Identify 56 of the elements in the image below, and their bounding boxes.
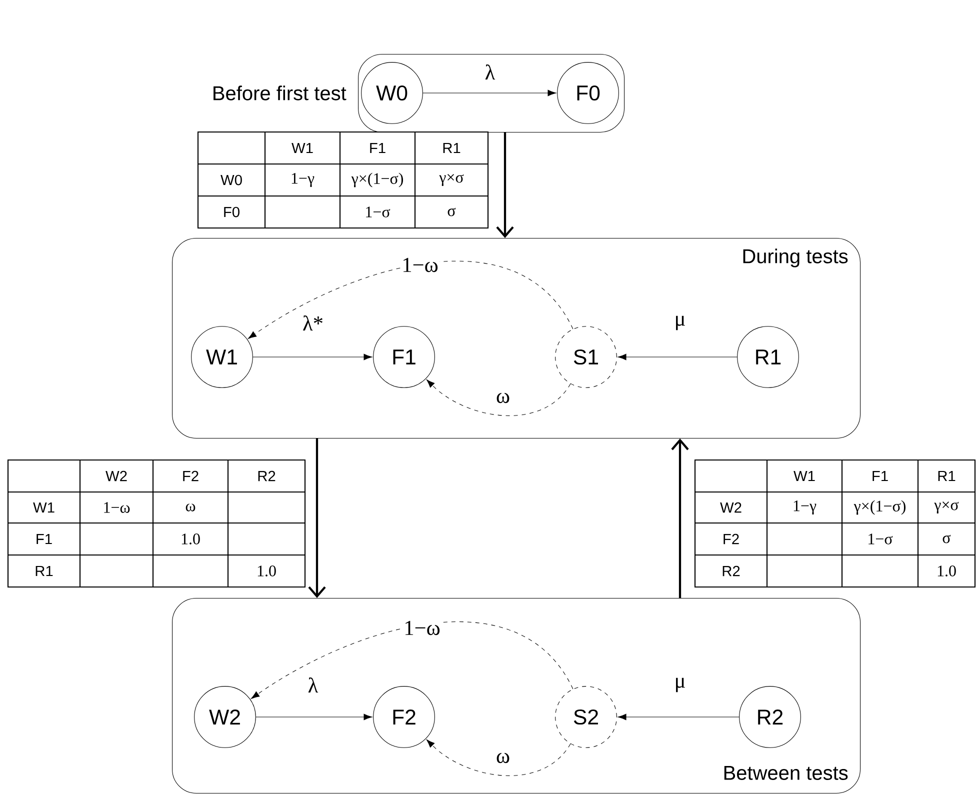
table-cell: W1 <box>794 470 815 482</box>
phase-label: Between tests <box>724 766 848 780</box>
table-cell: 1−γ <box>292 173 314 187</box>
arrow <box>308 438 326 598</box>
edge-label: λ* <box>301 314 325 332</box>
table-cell: W2 <box>106 470 127 482</box>
table-cell: F2 <box>724 534 739 544</box>
table-cell: R2 <box>722 566 740 576</box>
table-cell: W1 <box>33 502 54 513</box>
table-cell: 1−σ <box>366 206 390 218</box>
table-cell: F0 <box>224 206 240 218</box>
arrow <box>256 714 372 720</box>
edge-label: λ <box>306 676 320 694</box>
edge-label: μ <box>672 676 688 694</box>
table-cell: F2 <box>183 470 198 482</box>
arrow <box>496 132 514 238</box>
table-cell: γ×(1−σ) <box>854 500 906 515</box>
table-cell: F1 <box>36 534 52 544</box>
table-cell: σ <box>448 208 456 216</box>
table-cell: F1 <box>370 142 386 154</box>
table-cell: ω <box>186 504 196 512</box>
edge-label: 1−ω <box>400 256 440 274</box>
arrow <box>426 739 571 776</box>
table-cell: 1.0 <box>182 534 200 544</box>
arrow <box>618 354 738 360</box>
edge-label: λ <box>484 63 497 81</box>
table-cell: F1 <box>872 470 888 482</box>
table-cell: R1 <box>938 470 956 482</box>
table-cell: 1−ω <box>104 502 130 513</box>
table-cell: γ×σ <box>934 502 959 514</box>
table-cell: σ <box>942 534 951 544</box>
table-cell: W2 <box>720 502 742 513</box>
table-cell: γ×σ <box>439 174 464 186</box>
edge-label: ω <box>494 392 512 404</box>
edge-label: μ <box>672 314 688 332</box>
table-cell: 1.0 <box>938 566 956 576</box>
table-cell: 1−σ <box>868 534 893 544</box>
table-cell: R1 <box>36 566 53 576</box>
table-cell: W0 <box>220 174 242 186</box>
arrow <box>248 260 574 339</box>
table-cell: W1 <box>292 142 313 154</box>
arrow <box>422 90 556 96</box>
edge-label: ω <box>494 752 512 764</box>
arrow <box>426 379 571 416</box>
arrow <box>671 438 689 598</box>
arrow <box>251 622 574 699</box>
edge-label: 1−ω <box>402 620 442 636</box>
table-cell: R2 <box>258 470 276 482</box>
table-cell: R1 <box>443 142 460 154</box>
phase-label: During tests <box>743 248 848 268</box>
arrow <box>618 714 740 720</box>
table-cell: γ×(1−σ) <box>351 172 403 188</box>
table-cell: 1−γ <box>794 500 816 514</box>
arrow <box>252 354 372 360</box>
table-cell: 1.0 <box>258 566 276 576</box>
phase-label: Before first test <box>214 86 346 100</box>
